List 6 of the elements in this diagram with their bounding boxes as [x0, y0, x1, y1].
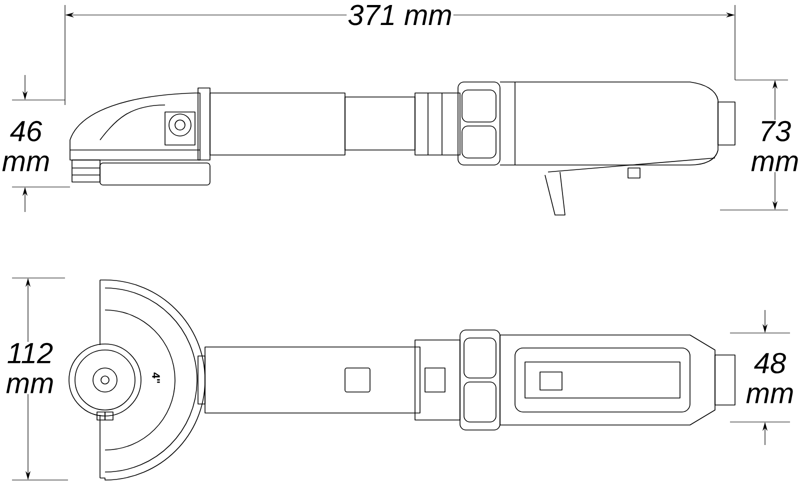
dimension-label: 46 mm: [0, 120, 53, 172]
dimension-label: 112 mm: [0, 342, 62, 394]
dimension-label: 371 mm: [346, 4, 454, 26]
dimension-label: 48 mm: [743, 352, 797, 404]
dimension-label: 73 mm: [748, 120, 800, 172]
size-label: 4": [152, 372, 160, 383]
